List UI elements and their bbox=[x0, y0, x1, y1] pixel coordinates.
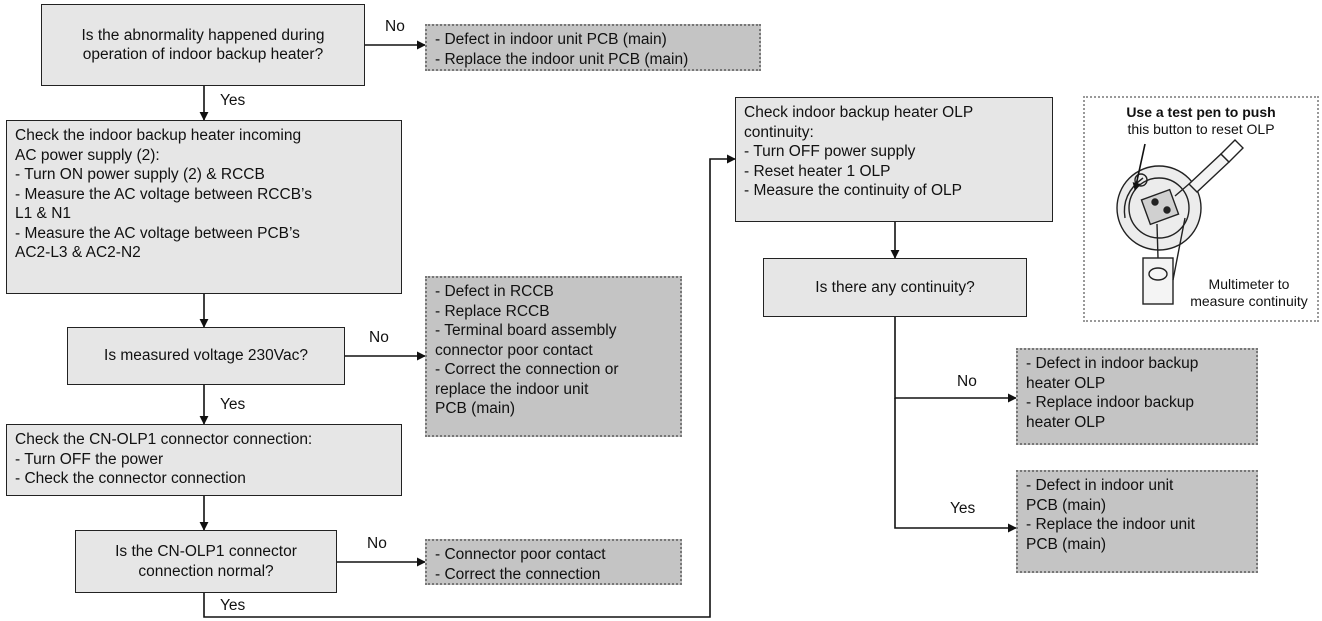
result-text: - Replace the indoor unit PCB (main) bbox=[435, 50, 689, 68]
label-yes: Yes bbox=[220, 396, 246, 413]
process-check-ac-supply: Check the indoor backup heater incoming … bbox=[6, 120, 402, 294]
result-text: - Connector poor contact bbox=[435, 546, 606, 563]
process-text: - Turn ON power supply (2) & RCCB bbox=[15, 166, 265, 183]
process-check-olp: Check indoor backup heater OLP continuit… bbox=[735, 97, 1053, 222]
decision-text: Is the abnormality happened during bbox=[81, 26, 325, 44]
result-text: heater OLP bbox=[1026, 413, 1106, 431]
result-text: - Correct the connection or bbox=[435, 361, 619, 378]
label-no: No bbox=[385, 18, 405, 35]
process-check-connector: Check the CN-OLP1 connector connection: … bbox=[6, 424, 402, 496]
arrow-d3-yes bbox=[203, 154, 736, 618]
result-text: - Defect in RCCB bbox=[435, 283, 554, 300]
decision-text: Is the CN-OLP1 connector bbox=[115, 543, 297, 560]
result-text: - Replace the indoor unit bbox=[1026, 516, 1195, 533]
decision-connector: Is the CN-OLP1 connector connection norm… bbox=[75, 530, 337, 593]
arrow-d4-yes bbox=[894, 398, 1017, 533]
process-text: continuity: bbox=[744, 123, 814, 141]
process-text: - Measure the AC voltage between RCCB’s bbox=[15, 185, 312, 203]
process-text: - Turn OFF the power bbox=[15, 450, 164, 468]
result-connector-contact: - Connector poor contact - Correct the c… bbox=[425, 539, 682, 585]
figure-caption-bottom: Multimeter to measure continuity bbox=[1190, 276, 1308, 309]
result-olp-defect: - Defect in indoor backup heater OLP - R… bbox=[1016, 348, 1258, 445]
olp-reset-illustration: Use a test pen to push this button to re… bbox=[1083, 96, 1319, 322]
decision-voltage: Is measured voltage 230Vac? bbox=[67, 327, 345, 385]
decision-continuity: Is there any continuity? bbox=[763, 258, 1027, 317]
label-yes: Yes bbox=[220, 597, 246, 614]
result-text: connector poor contact bbox=[435, 341, 593, 359]
process-text: Check indoor backup heater OLP bbox=[744, 104, 974, 121]
process-text: AC2-L3 & AC2-N2 bbox=[15, 244, 141, 261]
olp-device-drawing bbox=[1116, 139, 1244, 305]
result-pcb-defect-2: - Defect in indoor unit PCB (main) - Rep… bbox=[1016, 470, 1258, 573]
decision-heater-operation: Is the abnormality happened during opera… bbox=[41, 4, 365, 86]
process-text: - Reset heater 1 OLP bbox=[744, 162, 891, 180]
process-text: - Check the connector connection bbox=[15, 470, 246, 487]
result-text: PCB (main) bbox=[1026, 535, 1107, 553]
label-no: No bbox=[957, 373, 977, 390]
result-text: PCB (main) bbox=[435, 400, 516, 417]
result-text: PCB (main) bbox=[1026, 496, 1107, 514]
process-text: - Measure the continuity of OLP bbox=[744, 182, 962, 199]
result-text: - Defect in indoor unit bbox=[1026, 477, 1174, 494]
process-text: - Turn OFF power supply bbox=[744, 143, 916, 160]
result-text: - Defect in indoor unit PCB (main) bbox=[435, 31, 667, 48]
arrow-d4-no bbox=[894, 317, 1017, 403]
process-text: Check the indoor backup heater incoming bbox=[15, 127, 302, 144]
process-text: L1 & N1 bbox=[15, 205, 72, 222]
decision-text: connection normal? bbox=[138, 562, 274, 580]
result-text: replace the indoor unit bbox=[435, 380, 589, 398]
result-text: - Replace RCCB bbox=[435, 302, 550, 320]
label-yes: Yes bbox=[950, 500, 976, 517]
label-no: No bbox=[369, 329, 389, 346]
process-text: AC power supply (2): bbox=[15, 146, 160, 164]
result-indoor-pcb-defect: - Defect in indoor unit PCB (main) - Rep… bbox=[425, 24, 761, 71]
result-text: - Terminal board assembly bbox=[435, 322, 617, 339]
result-text: - Defect in indoor backup bbox=[1026, 355, 1199, 372]
decision-text: Is measured voltage 230Vac? bbox=[104, 347, 308, 365]
result-text: - Replace indoor backup bbox=[1026, 394, 1195, 411]
process-text: - Measure the AC voltage between PCB’s bbox=[15, 224, 300, 242]
label-yes: Yes bbox=[220, 92, 246, 109]
result-rccb-defect: - Defect in RCCB - Replace RCCB - Termin… bbox=[425, 276, 682, 437]
result-text: - Correct the connection bbox=[435, 565, 601, 583]
label-no: No bbox=[367, 535, 387, 552]
figure-caption-top: Use a test pen to push this button to re… bbox=[1126, 104, 1276, 137]
decision-text: operation of indoor backup heater? bbox=[82, 46, 324, 63]
process-text: Check the CN-OLP1 connector connection: bbox=[15, 431, 313, 448]
decision-text: Is there any continuity? bbox=[815, 278, 975, 296]
result-text: heater OLP bbox=[1026, 374, 1106, 392]
